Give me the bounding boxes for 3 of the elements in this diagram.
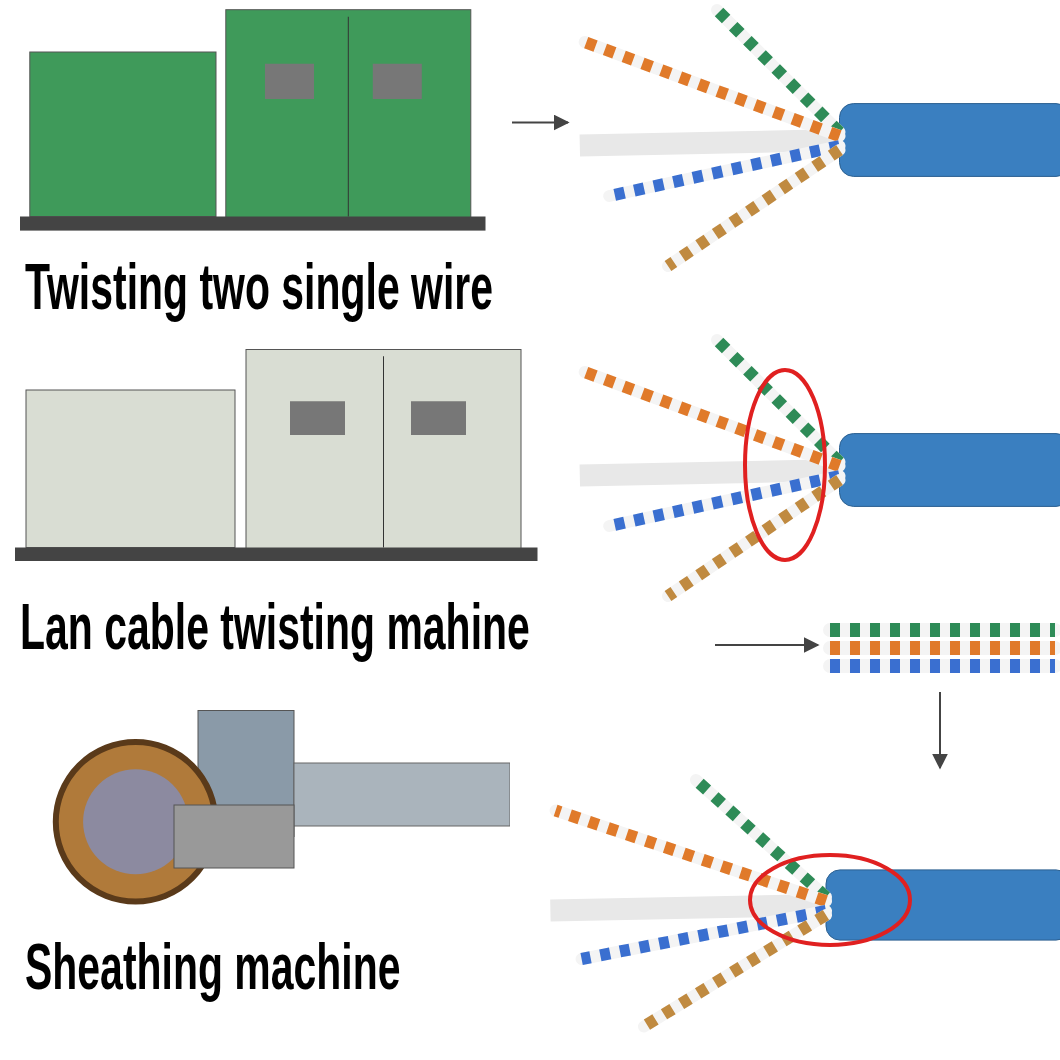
arrow — [714, 637, 820, 653]
arrow — [932, 691, 948, 770]
arrow — [511, 114, 570, 131]
